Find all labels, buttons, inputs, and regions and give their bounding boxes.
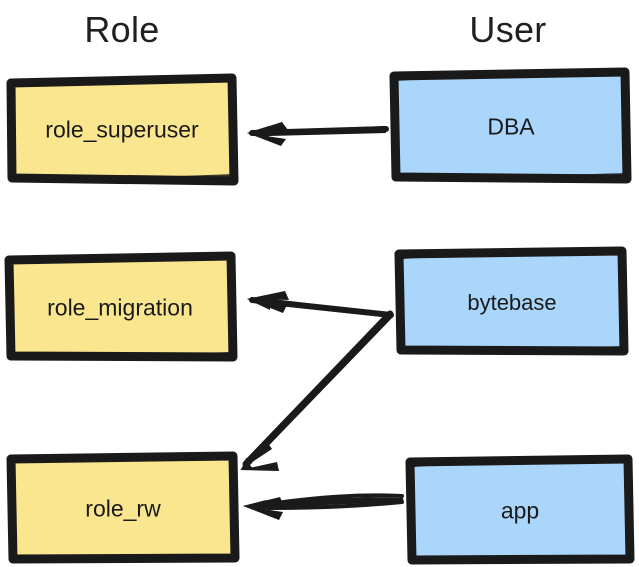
- role-migration-box-sketch-bottom: [11, 352, 233, 359]
- node-role-rw[interactable]: [6, 451, 240, 564]
- role-rw-box: [6, 451, 240, 564]
- role-superuser-box-sketch-bottom: [13, 174, 234, 182]
- bytebase-box-sketch-bottom: [401, 346, 625, 353]
- app-box-sketch-bottom: [412, 555, 631, 562]
- edge-dba-to-role-superuser-arrow: [247, 122, 389, 146]
- node-dba[interactable]: [389, 67, 632, 184]
- dba-box-sketch-top: [395, 71, 626, 81]
- node-app[interactable]: [405, 454, 635, 565]
- edge-app-to-role-rw-arrow: [243, 493, 404, 520]
- node-role-migration[interactable]: [4, 251, 238, 362]
- column-header-role: Role: [84, 9, 160, 50]
- node-bytebase[interactable]: [394, 246, 629, 356]
- role-superuser-box-sketch-top: [12, 77, 233, 87]
- role-migration-box: [4, 251, 238, 362]
- role-rw-box-sketch-bottom: [13, 554, 235, 561]
- role-rw-box-sketch-top: [13, 455, 234, 463]
- bytebase-box-sketch-top: [400, 250, 623, 259]
- node-role-superuser[interactable]: [6, 73, 239, 186]
- app-box-sketch-top: [411, 458, 629, 467]
- dba-box-sketch-bottom: [396, 173, 628, 180]
- bytebase-box: [394, 246, 629, 356]
- role-superuser-box: [6, 73, 239, 186]
- role-migration-box-sketch-top: [11, 255, 232, 264]
- dba-box: [389, 67, 632, 184]
- app-box: [405, 454, 635, 565]
- edge-bytebase-to-role-rw-arrow: [240, 310, 394, 471]
- edge-bytebase-to-role-migration-arrow: [247, 291, 394, 318]
- column-header-user: User: [469, 9, 547, 50]
